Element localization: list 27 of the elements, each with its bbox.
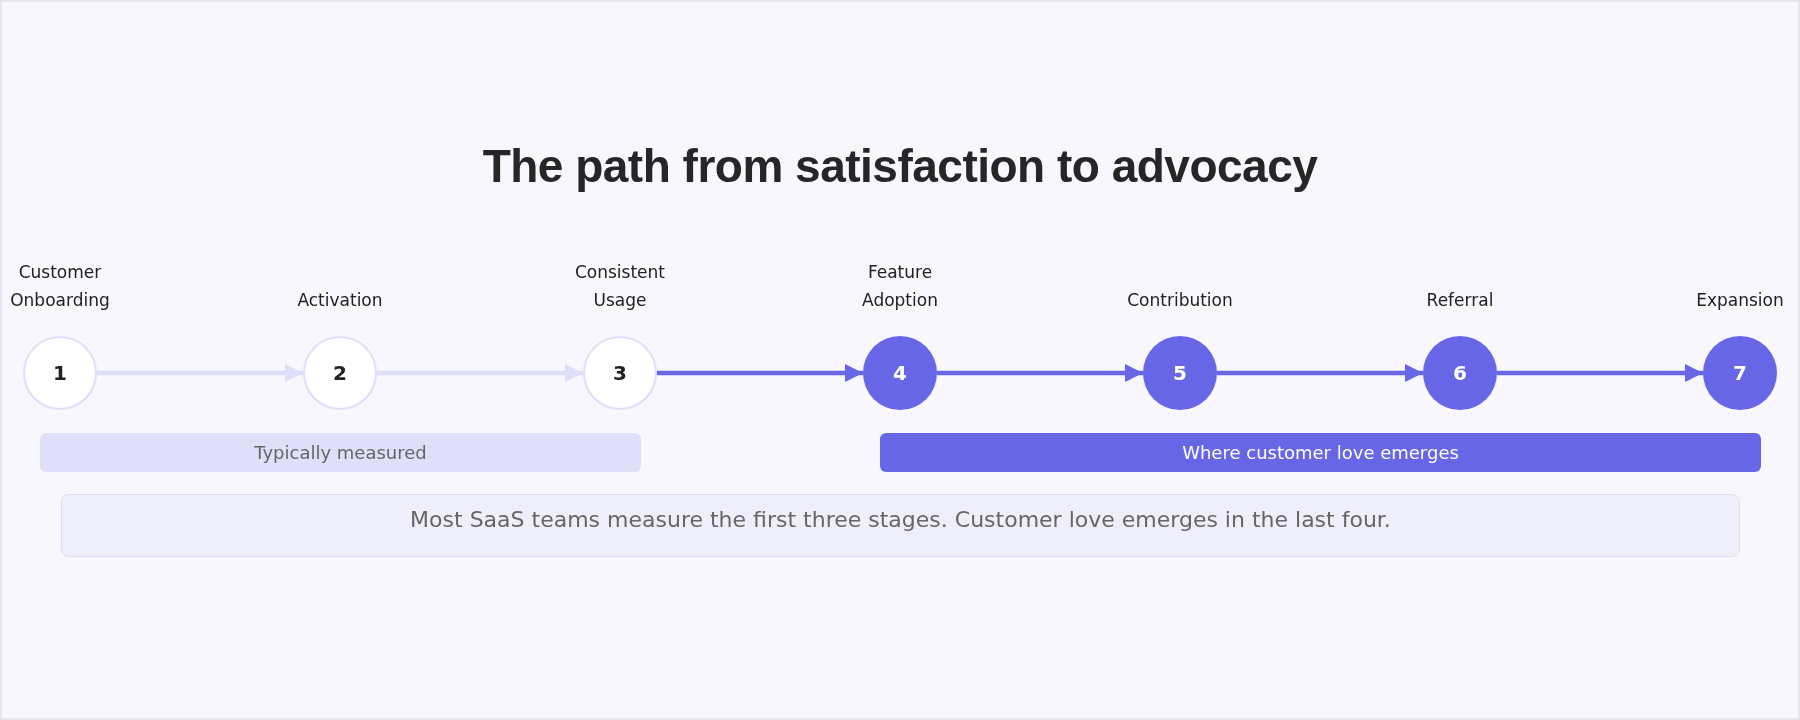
stage-band bbox=[880, 433, 1761, 472]
stage-label: Expansion bbox=[1695, 289, 1785, 312]
arrow bbox=[1497, 364, 1703, 382]
arrow bbox=[657, 364, 863, 382]
step-number: 3 bbox=[613, 361, 627, 385]
step-number: 4 bbox=[893, 361, 907, 385]
stage-label: Feature Adoption bbox=[861, 261, 939, 312]
step-number: 7 bbox=[1733, 361, 1747, 385]
arrow bbox=[97, 364, 303, 382]
band-label: Typically measured bbox=[254, 442, 427, 463]
arrow bbox=[377, 364, 583, 382]
step-number: 2 bbox=[333, 361, 347, 385]
stage-label: Referral bbox=[1425, 289, 1495, 312]
stage-label: Activation bbox=[296, 289, 384, 312]
step-number: 6 bbox=[1453, 361, 1467, 385]
note-text: Most SaaS teams measure the first three stages. Customer love emerges in the last four. bbox=[410, 507, 1391, 532]
band-label: Where customer love emerges bbox=[1182, 442, 1459, 463]
arrow bbox=[1217, 364, 1423, 382]
stage-band bbox=[40, 433, 641, 472]
step-number: 5 bbox=[1173, 361, 1187, 385]
stage-label: Consistent Usage bbox=[573, 261, 666, 312]
note-panel bbox=[61, 494, 1740, 557]
diagram-title: The path from satisfaction to advocacy bbox=[482, 140, 1318, 192]
stage-label: Customer Onboarding bbox=[9, 261, 111, 312]
stage-label: Contribution bbox=[1126, 289, 1234, 312]
arrow bbox=[937, 364, 1143, 382]
step-number: 1 bbox=[53, 361, 67, 385]
